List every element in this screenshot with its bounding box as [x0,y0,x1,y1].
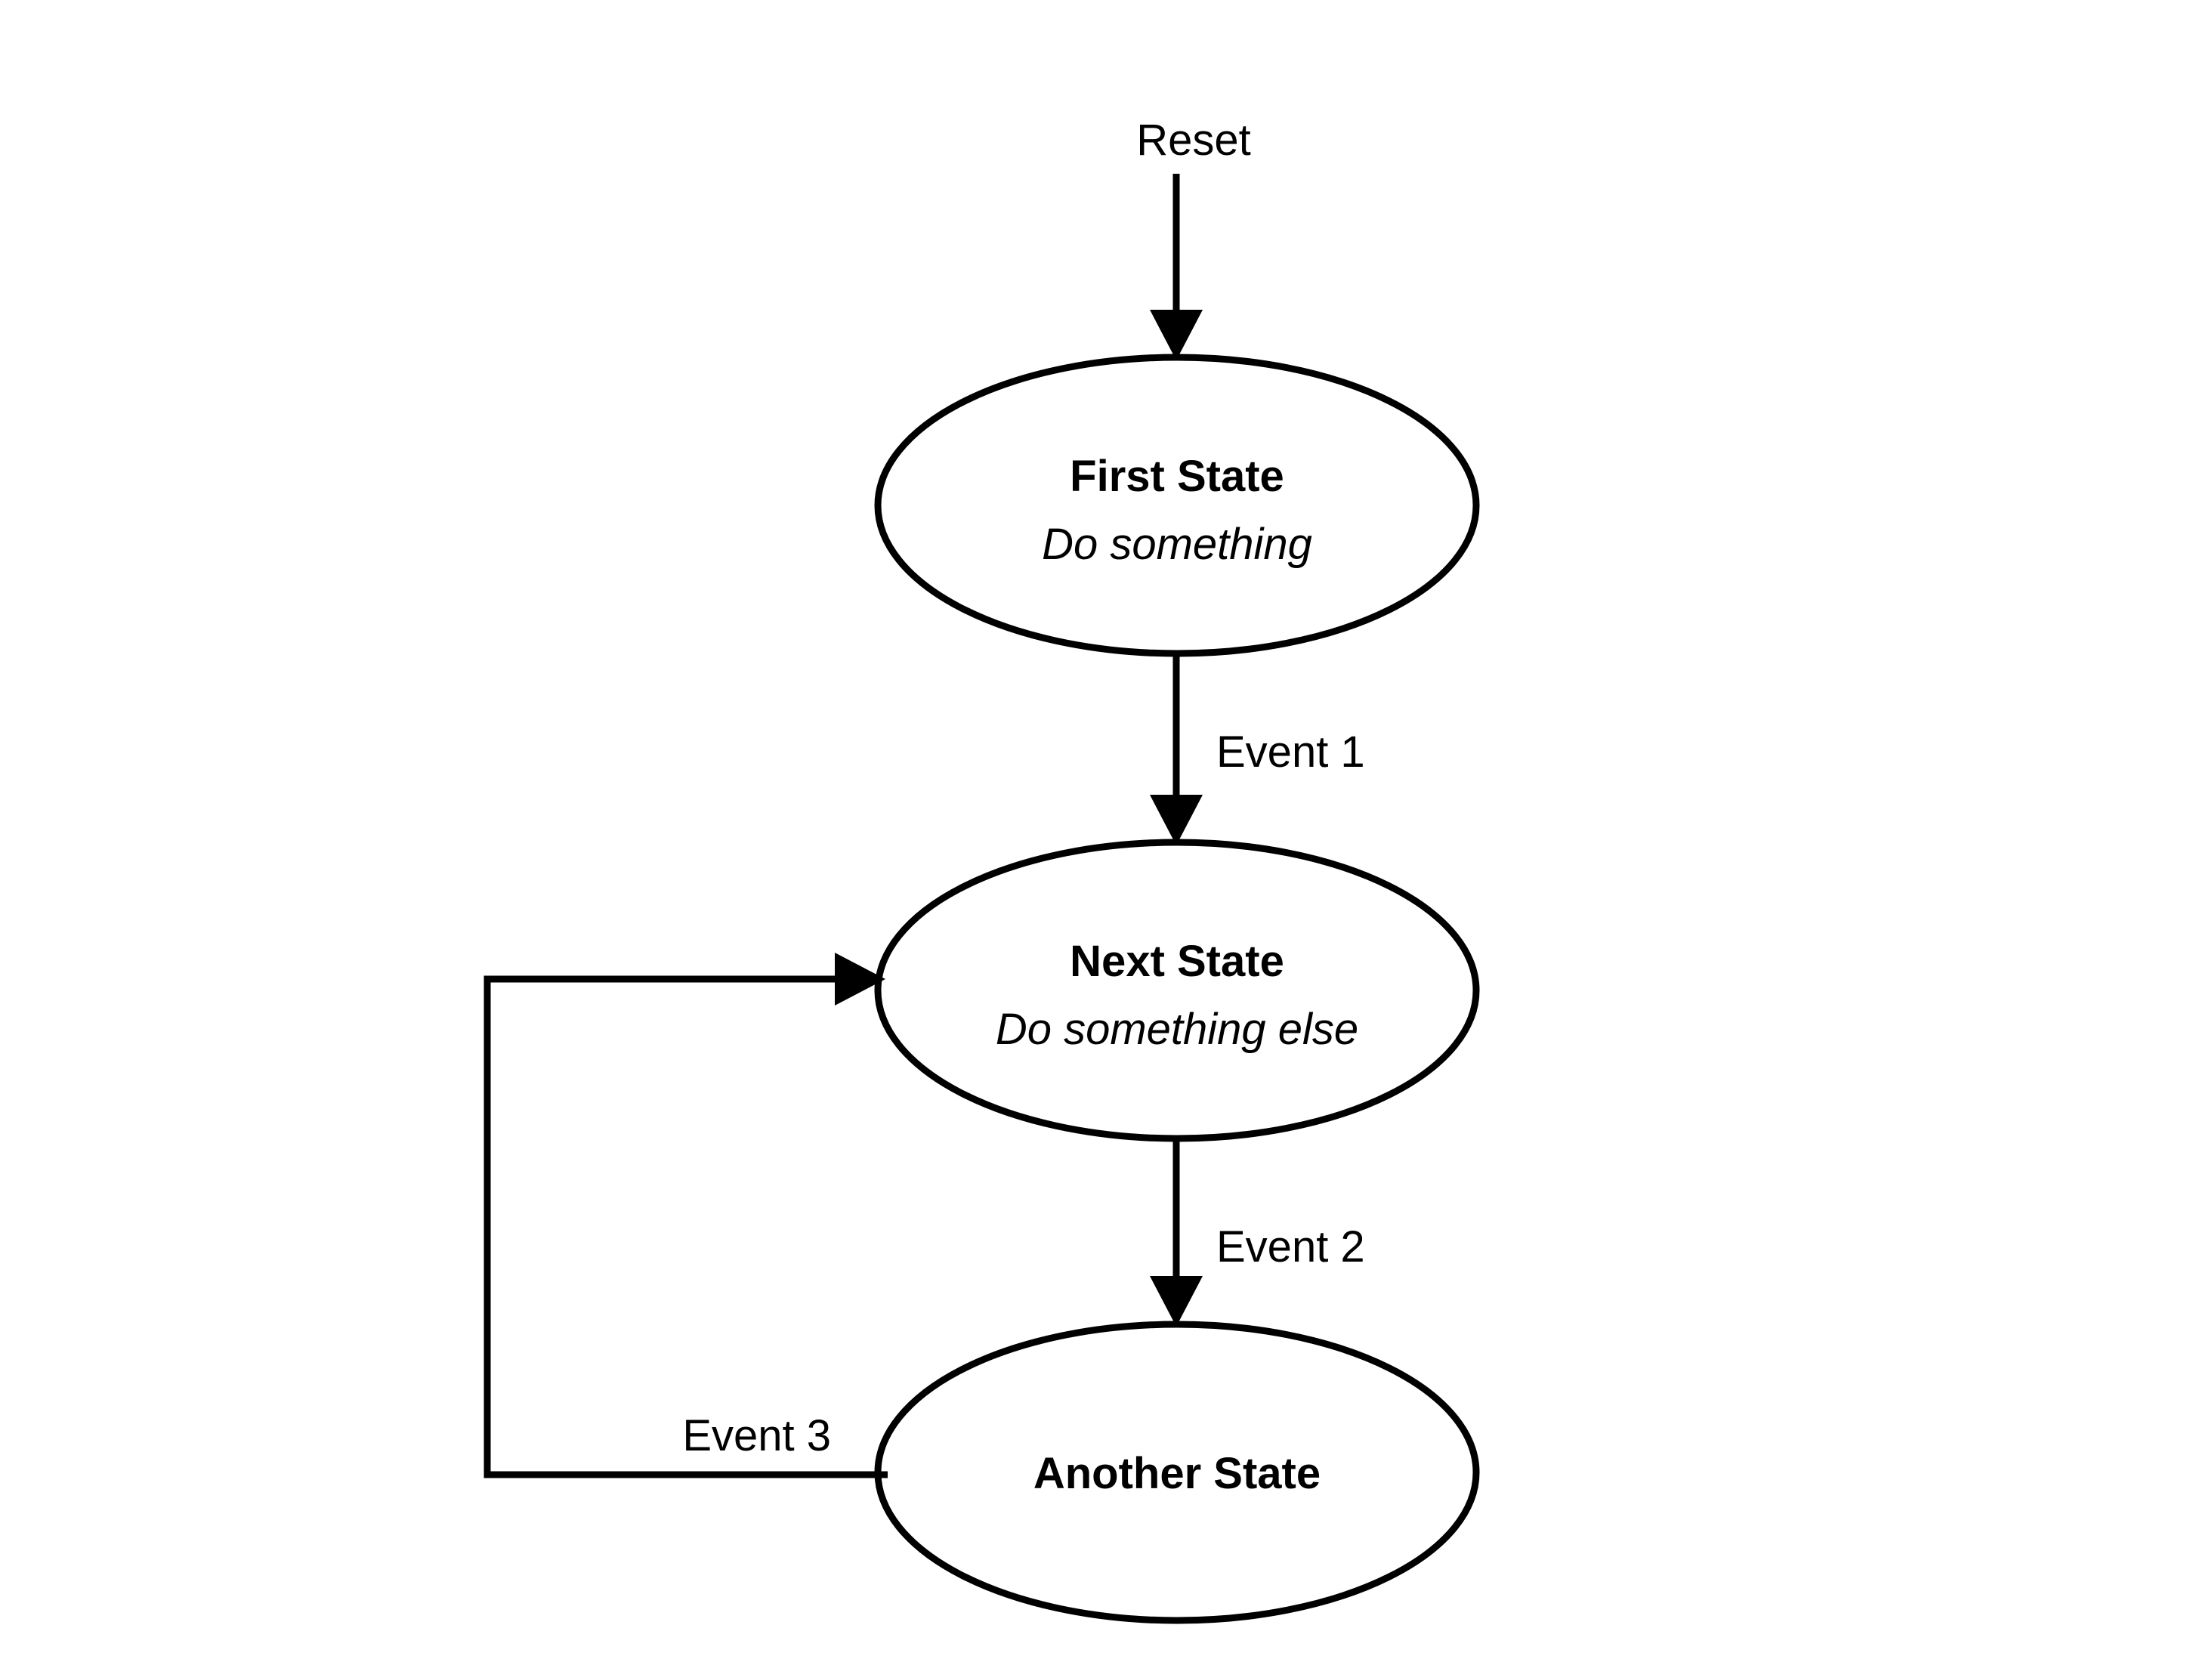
state-action-first-state: Do something [1042,520,1312,569]
state-ellipse [874,354,1480,657]
edge-label-event-3: Event 3 [682,1411,831,1460]
event-3-arrow-path [483,975,888,1478]
edge-label-event-2: Event 2 [1216,1222,1365,1271]
edge-label-reset: Reset [1136,116,1251,165]
state-first-state[interactable]: First State Do something [874,354,1480,657]
event-2-arrowhead [1150,1276,1203,1327]
state-ellipse [874,839,1480,1142]
reset-transition [1150,174,1203,360]
state-title-next-state: Next State [1070,937,1284,986]
event-1-transition [1150,653,1203,845]
state-action-next-state: Do something else [996,1005,1358,1054]
reset-arrowhead [1150,310,1203,360]
event-1-arrowhead [1150,795,1203,845]
state-next-state[interactable]: Next State Do something else [874,839,1480,1142]
event-3-arrowhead [835,953,885,1006]
state-title-another-state: Another State [1033,1449,1321,1498]
event-2-transition [1150,1138,1203,1327]
edge-label-event-1: Event 1 [1216,728,1365,777]
state-title-first-state: First State [1070,452,1284,501]
state-another-state[interactable]: Another State [874,1321,1480,1624]
event-3-transition [483,953,888,1478]
